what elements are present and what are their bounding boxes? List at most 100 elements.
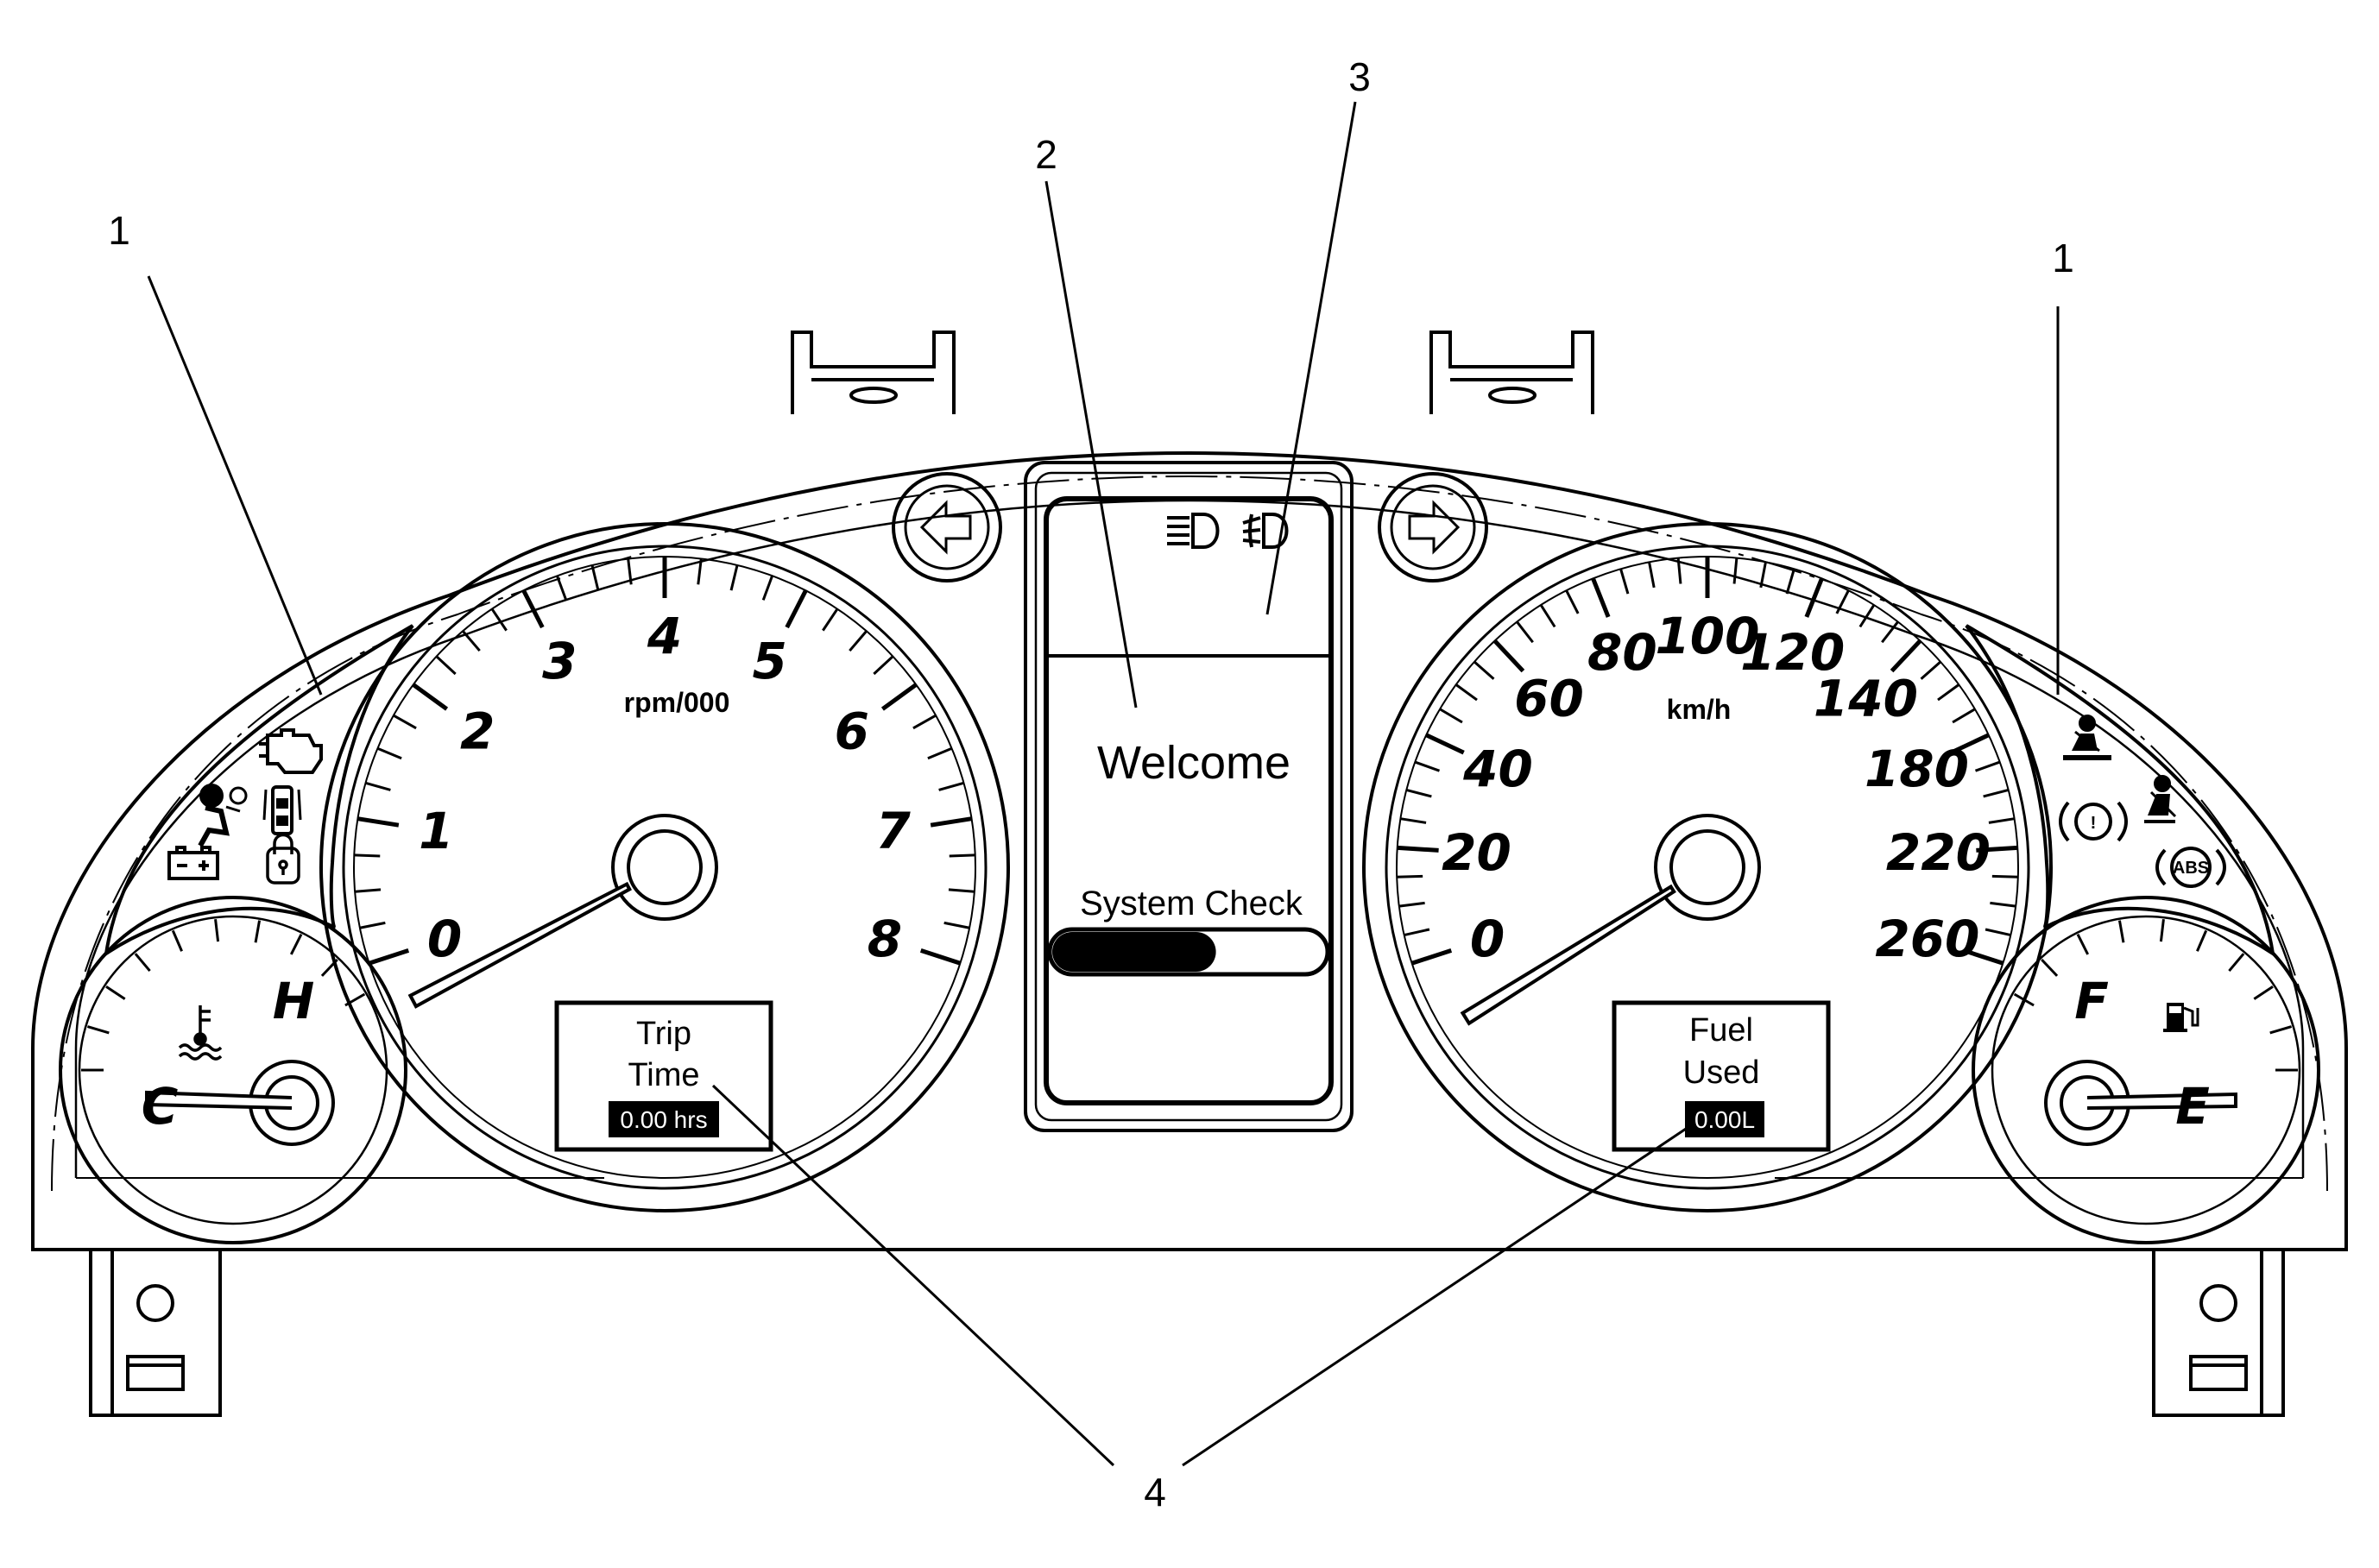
speed-label-260: 260 bbox=[1875, 910, 1979, 968]
tach-tick bbox=[590, 564, 600, 591]
tach-label-3: 3 bbox=[542, 632, 577, 690]
display-system-check: System Check bbox=[1080, 885, 1303, 923]
fog-lamp-icon bbox=[1242, 513, 1289, 549]
tach-tick bbox=[930, 816, 972, 828]
speed-tick bbox=[1400, 817, 1427, 824]
speed-tick bbox=[1492, 639, 1525, 673]
tach-tick bbox=[919, 948, 962, 966]
speed-tick bbox=[1983, 789, 2010, 798]
display-welcome: Welcome bbox=[1097, 737, 1290, 789]
tach-tick bbox=[873, 655, 894, 676]
callout-3: 3 bbox=[1348, 54, 1371, 99]
tach-tick bbox=[697, 558, 703, 585]
speed-tick bbox=[1804, 577, 1824, 618]
speed-tick bbox=[1539, 604, 1556, 628]
tach-tick bbox=[785, 589, 808, 629]
mounting-tab-left bbox=[791, 331, 956, 414]
check-engine-icon bbox=[259, 728, 323, 774]
speed-tick bbox=[1991, 874, 2018, 878]
speed-tick bbox=[1676, 557, 1682, 584]
tach-tick bbox=[354, 853, 381, 858]
fuel-tick bbox=[2269, 1025, 2293, 1035]
cluster-housing bbox=[31, 451, 2348, 1251]
temp-cold-label: C bbox=[142, 1077, 179, 1136]
speed-label-80: 80 bbox=[1587, 623, 1657, 682]
fuel-tick bbox=[2253, 986, 2274, 1000]
speed-tick bbox=[1619, 568, 1630, 595]
abs-icon bbox=[2155, 847, 2226, 888]
driver-info-display bbox=[1024, 461, 1354, 1132]
speed-tick bbox=[1976, 845, 2018, 853]
tach-tick bbox=[368, 948, 410, 966]
tach-tick bbox=[729, 564, 739, 591]
tach-tick bbox=[822, 608, 839, 632]
tach-tick bbox=[435, 655, 457, 676]
speed-tick bbox=[1990, 901, 2016, 908]
temp-tick bbox=[254, 920, 262, 943]
tach-label-0: 0 bbox=[427, 910, 462, 968]
tach-tick bbox=[555, 575, 568, 601]
speed-tick bbox=[1962, 948, 2004, 966]
speed-tick bbox=[1952, 708, 1976, 724]
tach-label-6: 6 bbox=[835, 702, 869, 760]
speed-tick bbox=[1455, 683, 1478, 702]
indicator-panel-left bbox=[104, 624, 414, 958]
tach-tick bbox=[938, 781, 964, 791]
speed-tick bbox=[1397, 845, 1439, 853]
speed-label-120: 120 bbox=[1740, 623, 1845, 682]
fuel-tick bbox=[2117, 920, 2125, 943]
tach-tick bbox=[849, 630, 868, 652]
battery-icon bbox=[167, 846, 219, 880]
speedometer bbox=[1362, 522, 2053, 1212]
tach-tick bbox=[393, 714, 417, 730]
tach-label-8: 8 bbox=[868, 910, 902, 968]
temp-tick bbox=[86, 1025, 110, 1035]
tach-tick bbox=[912, 714, 937, 730]
leader-lines bbox=[147, 101, 2060, 1467]
speed-label-140: 140 bbox=[1814, 670, 1918, 728]
speed-tick bbox=[1890, 639, 1922, 673]
speed-tick bbox=[1974, 760, 2001, 772]
turn-right-icon bbox=[1378, 472, 1488, 582]
speed-label-40: 40 bbox=[1462, 740, 1533, 798]
tach-tick bbox=[880, 683, 918, 711]
system-check-progress-bar bbox=[1047, 927, 1330, 977]
speed-tick bbox=[1988, 817, 2015, 824]
fuel-used-readout-bg bbox=[1685, 1101, 1764, 1137]
speed-tick bbox=[1881, 620, 1899, 644]
tach-tick bbox=[761, 575, 774, 601]
callout-2: 2 bbox=[1035, 132, 1057, 177]
bottom-tab-left bbox=[89, 1250, 222, 1417]
speed-tick bbox=[1858, 604, 1876, 628]
trip-time-readout-bg bbox=[609, 1101, 719, 1137]
mounting-tab-right bbox=[1429, 331, 1594, 414]
callout-4: 4 bbox=[1144, 1470, 1166, 1514]
speed-tick bbox=[1397, 874, 1423, 878]
brake-icon-label: ! bbox=[2091, 814, 2097, 833]
tach-tick bbox=[462, 630, 481, 652]
fuel-gauge bbox=[1972, 896, 2320, 1244]
fuel-pump-icon bbox=[2163, 1003, 2199, 1032]
tach-tick bbox=[412, 683, 449, 711]
speed-label-100: 100 bbox=[1655, 607, 1759, 665]
speed-tick bbox=[1404, 928, 1430, 936]
speed-tick bbox=[1732, 557, 1738, 584]
tach-label-1: 1 bbox=[419, 802, 453, 860]
tach-tick bbox=[943, 921, 970, 929]
speed-tick bbox=[1759, 562, 1767, 589]
trip-time-line1: Trip bbox=[636, 1016, 691, 1052]
speed-label-220: 220 bbox=[1886, 823, 1991, 882]
brake-warning-icon bbox=[2059, 801, 2128, 842]
speed-tick bbox=[1950, 733, 1990, 755]
seatbelt-passenger-icon bbox=[2063, 715, 2111, 760]
speed-label-180: 180 bbox=[1865, 740, 1969, 798]
high-beam-icon bbox=[1167, 513, 1220, 549]
seatbelt-icon bbox=[2144, 775, 2177, 823]
tachometer-unit: rpm/000 bbox=[624, 687, 730, 718]
speed-tick bbox=[1591, 577, 1611, 618]
speed-tick bbox=[1985, 928, 2011, 936]
trip-time-box bbox=[554, 1000, 773, 1152]
coolant-temp-icon bbox=[178, 1005, 223, 1061]
bottom-tab-right bbox=[2152, 1250, 2285, 1417]
